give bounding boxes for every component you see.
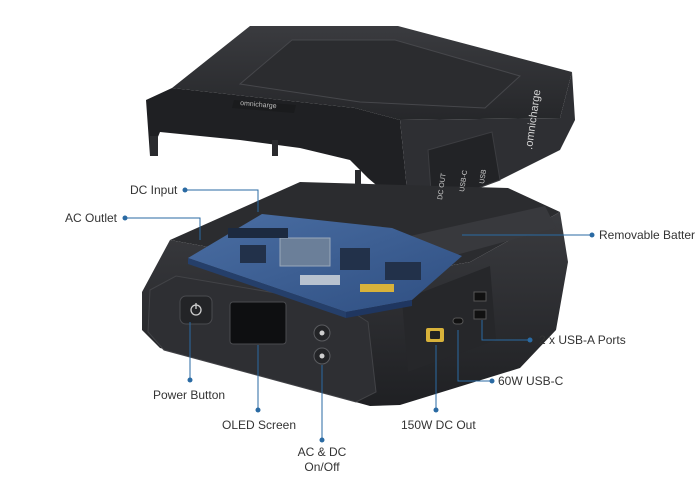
label-dc-input: DC Input	[130, 183, 178, 197]
oled-screen-shape	[229, 301, 287, 345]
label-usb-a-ports: 2 x USB-A Ports	[539, 333, 626, 347]
power-button-shape	[179, 295, 213, 325]
label-ac-dc-line2: On/Off	[304, 460, 340, 474]
callout-dots	[122, 187, 595, 443]
callout-line-usb-c	[457, 330, 492, 382]
label-power-button: Power Button	[153, 388, 226, 402]
callout-line-ac-outlet	[125, 217, 201, 240]
lid-port-dc-out: DC OUT	[437, 172, 448, 200]
label-ac-dc-line1: AC & DC	[297, 445, 347, 459]
label-usb-c: 60W USB-C	[498, 374, 564, 388]
lid-port-usb-c: USB-C	[459, 170, 469, 193]
callout-lines	[125, 189, 592, 440]
lid	[146, 26, 575, 206]
label-dc-out: 150W DC Out	[401, 418, 476, 432]
callout-line-usb-a	[481, 320, 530, 341]
front-controls	[179, 295, 331, 365]
lid-port-usb: USB	[479, 169, 488, 185]
callout-line-dc-input	[185, 189, 259, 212]
label-ac-outlet: AC Outlet	[65, 211, 118, 225]
label-removable-battery: Removable Battery	[599, 228, 695, 242]
lid-logo-text: omnicharge	[240, 100, 277, 110]
circuit-board	[188, 214, 462, 318]
label-oled-screen: OLED Screen	[222, 418, 297, 432]
